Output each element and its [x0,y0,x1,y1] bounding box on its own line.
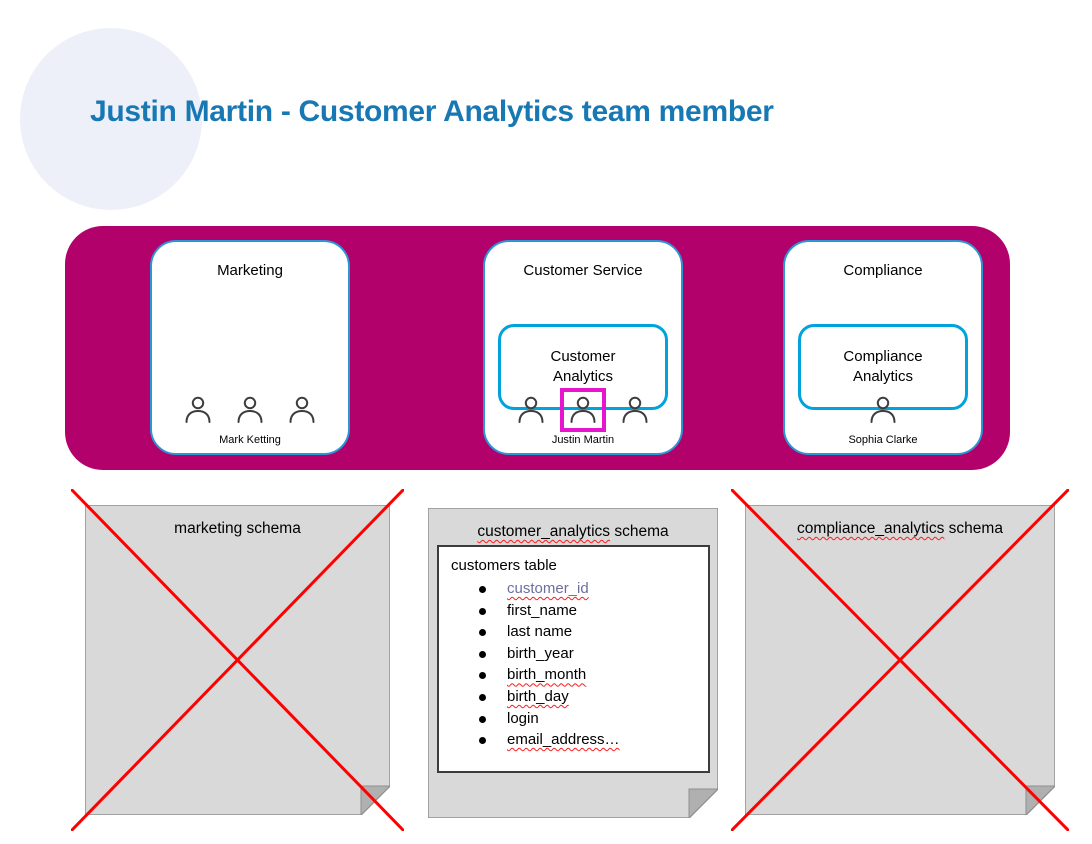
column-list: customer_id first_name last name birth_y… [449,578,704,751]
org-chart: Marketing Mark Ketting Customer Service … [65,226,1010,470]
schema-title-suffix: schema [944,520,1003,537]
column-item: email_address… [449,729,704,751]
schema-title-suffix: schema [242,520,301,537]
column-item: last name [449,621,704,643]
person-icon [619,395,651,425]
schema-title-name: marketing [174,520,243,537]
column-text: last name [507,623,573,641]
person-icon-justin-martin [560,388,606,432]
column-item: birth_day [449,686,704,708]
member-name-label: Mark Ketting [219,434,281,446]
schema-note-customer-analytics: customer_analytics schema customers tabl… [428,508,718,818]
column-item: birth_year [449,643,704,665]
person-icon [182,395,214,425]
column-item: birth_month [449,664,704,686]
column-text: email_address… [507,731,620,749]
column-text: login [507,709,539,727]
dept-card-customer-service: Customer Service Customer Analytics Just… [483,240,683,455]
person-icon [515,395,547,425]
column-text: customer_id [507,580,589,597]
person-icon [234,395,266,425]
dept-card-compliance: Compliance Compliance Analytics Sophia C… [783,240,983,455]
schema-title-name: compliance_analytics [797,520,945,537]
column-text: birth_day [507,687,569,705]
column-text: first_name [507,601,578,619]
schema-note-marketing: marketing schema [85,505,390,815]
subteam-name: Customer Analytics [550,347,616,385]
team-members [152,395,348,425]
schema-title: compliance_analytics schema [745,520,1055,538]
note-paper [85,505,390,815]
column-text: birth_year [507,644,574,662]
schema-title-name: customer_analytics [477,523,611,540]
column-item: first_name [449,600,704,622]
person-icon [867,395,899,425]
dept-name: Customer Service [523,262,643,279]
schema-note-compliance-analytics: compliance_analytics schema [745,505,1055,815]
dept-name: Marketing [217,262,283,279]
dept-name: Compliance [843,262,923,279]
team-members [785,395,981,425]
page-title: Justin Martin - Customer Analytics team … [90,95,774,128]
decorative-circle [20,28,202,210]
note-paper [745,505,1055,815]
team-members [485,388,681,432]
column-item: login [449,708,704,730]
schema-title-suffix: schema [610,523,669,540]
customers-table-box: customers table customer_id first_name l… [437,545,710,773]
subteam-name: Compliance Analytics [843,347,923,385]
table-name: customers table [451,557,557,574]
member-name-label: Sophia Clarke [848,434,918,446]
member-name-label: Justin Martin [551,434,615,446]
schema-title: customer_analytics schema [428,523,718,541]
column-item: customer_id [449,578,704,600]
dept-card-marketing: Marketing Mark Ketting [150,240,350,455]
column-text: birth_month [507,666,587,684]
person-icon [286,395,318,425]
schema-title: marketing schema [85,520,390,538]
